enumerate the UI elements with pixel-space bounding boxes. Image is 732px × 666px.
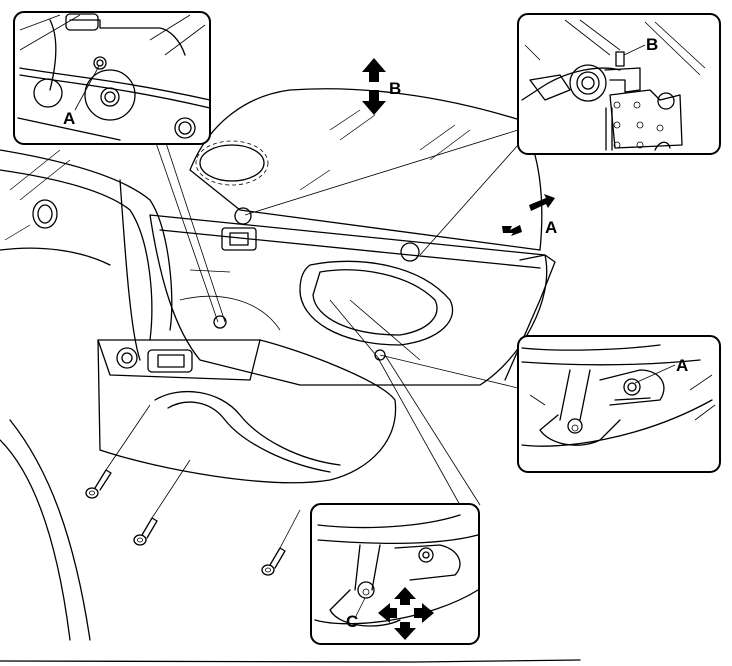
leader-lines [154, 129, 519, 506]
label-glass-arrow: B [389, 79, 401, 98]
bottom-rule [0, 659, 581, 663]
screw [133, 459, 191, 546]
label-inset-mid-right: A [676, 356, 688, 375]
inset-mid-right [517, 335, 721, 473]
glass-up-down-arrow [362, 58, 386, 115]
label-inset-top-right: B [646, 35, 658, 54]
screw [85, 404, 151, 499]
door-trim-panel [97, 339, 397, 484]
move-arrows-cross [378, 587, 434, 640]
inset-bottom [310, 503, 480, 645]
label-door-edge: A [545, 218, 557, 237]
label-inset-bottom: C [346, 612, 358, 631]
inset-top-right [517, 13, 721, 155]
label-inset-top-left: A [63, 109, 75, 128]
door-inner-panel [149, 207, 556, 386]
inset-top-left [13, 11, 211, 145]
screw [261, 509, 301, 576]
door-glass [189, 88, 543, 251]
door-edge-arrows [502, 194, 555, 236]
door-frame-body [0, 149, 173, 641]
